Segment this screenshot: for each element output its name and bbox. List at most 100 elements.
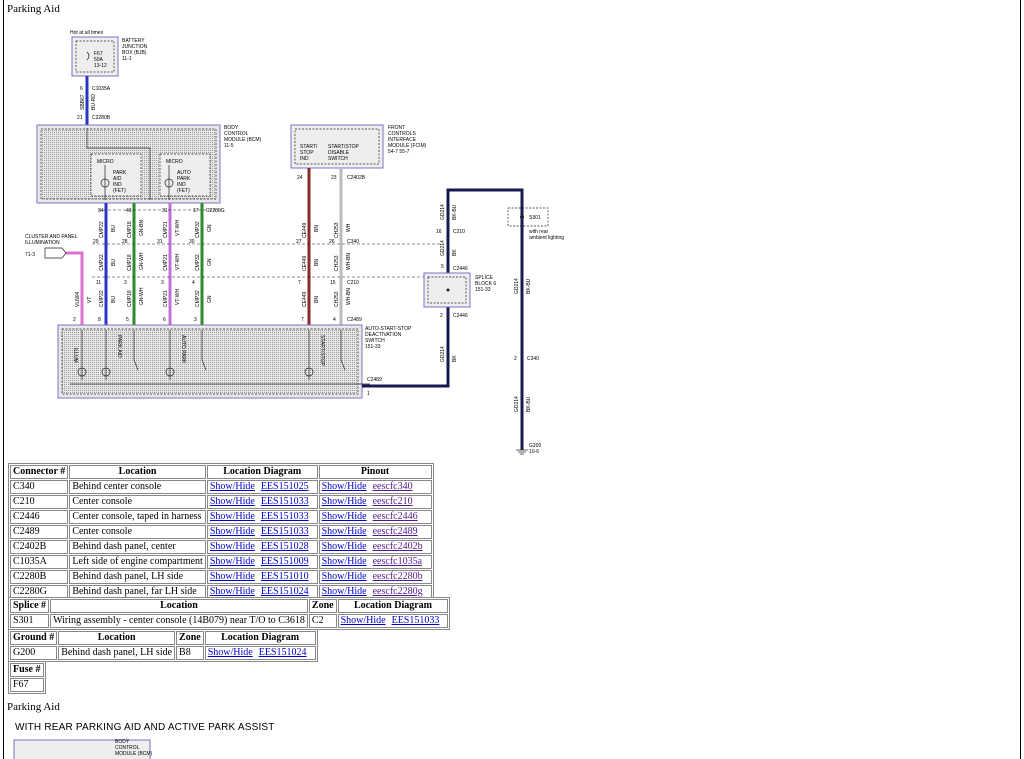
location-diagram-show-hide-link[interactable]: Show/Hide bbox=[209, 496, 255, 507]
svg-text:WH-BN: WH-BN bbox=[346, 288, 352, 305]
header-location-diagram: Location Diagram bbox=[206, 465, 318, 479]
svg-text:GN: GN bbox=[207, 295, 213, 303]
svg-text:6: 6 bbox=[163, 317, 166, 323]
location-diagram-link[interactable]: EES151009 bbox=[260, 556, 309, 567]
page-heading-2: Parking Aid bbox=[7, 701, 60, 713]
pinout-show-hide-link[interactable]: Show/Hide bbox=[321, 496, 367, 507]
pinout-cell: Show/Hide eescfc210 bbox=[318, 495, 432, 509]
pinout-link[interactable]: eescfc2489 bbox=[372, 526, 418, 537]
color-bk-a: BK bbox=[452, 249, 458, 256]
svg-text:43: 43 bbox=[126, 208, 132, 214]
location-diagram-link[interactable]: EES151033 bbox=[260, 526, 309, 537]
location-diagram-show-hide-link[interactable]: Show/Hide bbox=[209, 511, 255, 522]
location-diagram-show-hide-link[interactable]: Show/Hide bbox=[209, 541, 255, 552]
pin-1: 1 bbox=[367, 391, 370, 397]
svg-text:GN-WH: GN-WH bbox=[139, 287, 145, 305]
ground-diagram-show-hide-link[interactable]: Show/Hide bbox=[207, 647, 253, 658]
page-heading: Parking Aid bbox=[7, 3, 60, 15]
fcim-disable-switch: START/STOP DISABLE SWITCH bbox=[328, 144, 360, 162]
micro-2-label: MICRO bbox=[166, 159, 183, 165]
pinout-cell: Show/Hide eescfc2489 bbox=[318, 525, 432, 539]
pinout-show-hide-link[interactable]: Show/Hide bbox=[321, 586, 367, 597]
splice-diagram-link[interactable]: EES151033 bbox=[391, 615, 440, 626]
pin-16: 16 bbox=[436, 229, 442, 235]
svg-text:VT: VT bbox=[87, 297, 93, 303]
pinout-link[interactable]: eescfc1035a bbox=[372, 556, 423, 567]
pinout-link[interactable]: eescfc2280g bbox=[372, 586, 423, 597]
location-diagram-link[interactable]: EES151033 bbox=[260, 496, 309, 507]
location-diagram-show-hide-link[interactable]: Show/Hide bbox=[209, 556, 255, 567]
svg-text:CMP22: CMP22 bbox=[99, 221, 105, 238]
pinout-show-hide-link[interactable]: Show/Hide bbox=[321, 556, 367, 567]
pin-numbers: 34 43 31 17 24 23 29 28 31 30 27 26 11 3… bbox=[73, 175, 337, 323]
splice-label: SPLICE BLOCK 6 151-33 bbox=[475, 275, 498, 293]
svg-text:4: 4 bbox=[192, 280, 195, 286]
pinout-link[interactable]: eescfc2446 bbox=[372, 511, 418, 522]
switch-label-park-aid: PARK AID bbox=[116, 335, 122, 358]
color-bk-bu-a: BK-BU bbox=[452, 204, 458, 220]
location-diagram-cell: Show/Hide EES151033 bbox=[206, 510, 318, 524]
svg-text:BU: BU bbox=[111, 259, 117, 266]
wire-ground-bk bbox=[362, 188, 524, 450]
pin-5-c2446: 5 bbox=[441, 264, 444, 270]
connector-location: Behind dash panel, center bbox=[69, 540, 206, 554]
svg-text:4: 4 bbox=[333, 317, 336, 323]
pinout-show-hide-link[interactable]: Show/Hide bbox=[321, 571, 367, 582]
location-diagram-link[interactable]: EES151010 bbox=[260, 571, 309, 582]
location-diagram-show-hide-link[interactable]: Show/Hide bbox=[209, 481, 255, 492]
svg-text:CH253: CH253 bbox=[334, 255, 340, 271]
svg-text:BU: BU bbox=[111, 296, 117, 303]
svg-text:11: 11 bbox=[96, 280, 101, 286]
fcim-label: FRONT CONTROLS INTERFACE MODULE (FCIM) 5… bbox=[388, 125, 428, 155]
location-diagram-cell: Show/Hide EES151033 bbox=[206, 495, 318, 509]
fuse-symbol bbox=[86, 51, 90, 61]
location-diagram-link[interactable]: EES151025 bbox=[260, 481, 309, 492]
location-diagram-link[interactable]: EES151024 bbox=[260, 586, 309, 597]
connector-table: Connector # Location Location Diagram Pi… bbox=[8, 463, 434, 601]
location-diagram-show-hide-link[interactable]: Show/Hide bbox=[209, 586, 255, 597]
splice-diagram-show-hide-link[interactable]: Show/Hide bbox=[340, 615, 386, 626]
connector-id: C1035A bbox=[10, 555, 69, 569]
pinout-cell: Show/Hide eescfc340 bbox=[318, 480, 432, 494]
color-bk-bu-c: BK-BU bbox=[526, 396, 532, 412]
bcm-box-2 bbox=[13, 739, 151, 759]
svg-text:C340: C340 bbox=[347, 239, 359, 245]
pinout-link[interactable]: eescfc210 bbox=[372, 496, 413, 507]
pinout-show-hide-link[interactable]: Show/Hide bbox=[321, 541, 367, 552]
hot-label: Hot at all times bbox=[70, 30, 104, 36]
connector-c210-b: C210 bbox=[453, 229, 465, 235]
connector-c340-b: C340 bbox=[527, 356, 539, 362]
bjb-label: BATTERY JUNCTION BOX (BJB) 11-1 bbox=[122, 38, 149, 62]
location-diagram-link[interactable]: EES151028 bbox=[260, 541, 309, 552]
pin-21: 21 bbox=[77, 115, 83, 121]
connector-location: Center console bbox=[69, 525, 206, 539]
location-diagram-show-hide-link[interactable]: Show/Hide bbox=[209, 526, 255, 537]
location-diagram-link[interactable]: EES151033 bbox=[260, 511, 309, 522]
ground-location: Behind dash panel, LH side bbox=[58, 646, 176, 660]
cluster-label: CLUSTER AND PANEL ILLUMINATION bbox=[25, 234, 79, 246]
pinout-show-hide-link[interactable]: Show/Hide bbox=[321, 526, 367, 537]
pinout-show-hide-link[interactable]: Show/Hide bbox=[321, 481, 367, 492]
header-splice: Splice # bbox=[10, 599, 50, 613]
svg-text:CMP18: CMP18 bbox=[127, 254, 133, 271]
svg-text:GN: GN bbox=[207, 258, 213, 266]
circuit-gd214-a: GD214 bbox=[440, 204, 446, 220]
pinout-link[interactable]: eescfc2402b bbox=[372, 541, 423, 552]
pinout-link[interactable]: eescfc2280b bbox=[372, 571, 423, 582]
svg-text:CMP18: CMP18 bbox=[127, 290, 133, 307]
pinout-link[interactable]: eescfc340 bbox=[372, 481, 413, 492]
pin-2-c2446: 2 bbox=[440, 313, 443, 319]
svg-text:23: 23 bbox=[331, 175, 337, 181]
svg-text:C210: C210 bbox=[347, 280, 359, 286]
ground-diagram-link[interactable]: EES151024 bbox=[258, 647, 307, 658]
location-diagram-show-hide-link[interactable]: Show/Hide bbox=[209, 571, 255, 582]
svg-text:24: 24 bbox=[297, 175, 303, 181]
svg-text:VT-WH: VT-WH bbox=[175, 289, 181, 305]
splice-node bbox=[446, 288, 450, 292]
pinout-show-hide-link[interactable]: Show/Hide bbox=[321, 511, 367, 522]
location-diagram-cell: Show/Hide EES151028 bbox=[206, 540, 318, 554]
s301-label: S301 with rear ambient lighting bbox=[529, 215, 564, 241]
svg-text:3: 3 bbox=[124, 280, 127, 286]
